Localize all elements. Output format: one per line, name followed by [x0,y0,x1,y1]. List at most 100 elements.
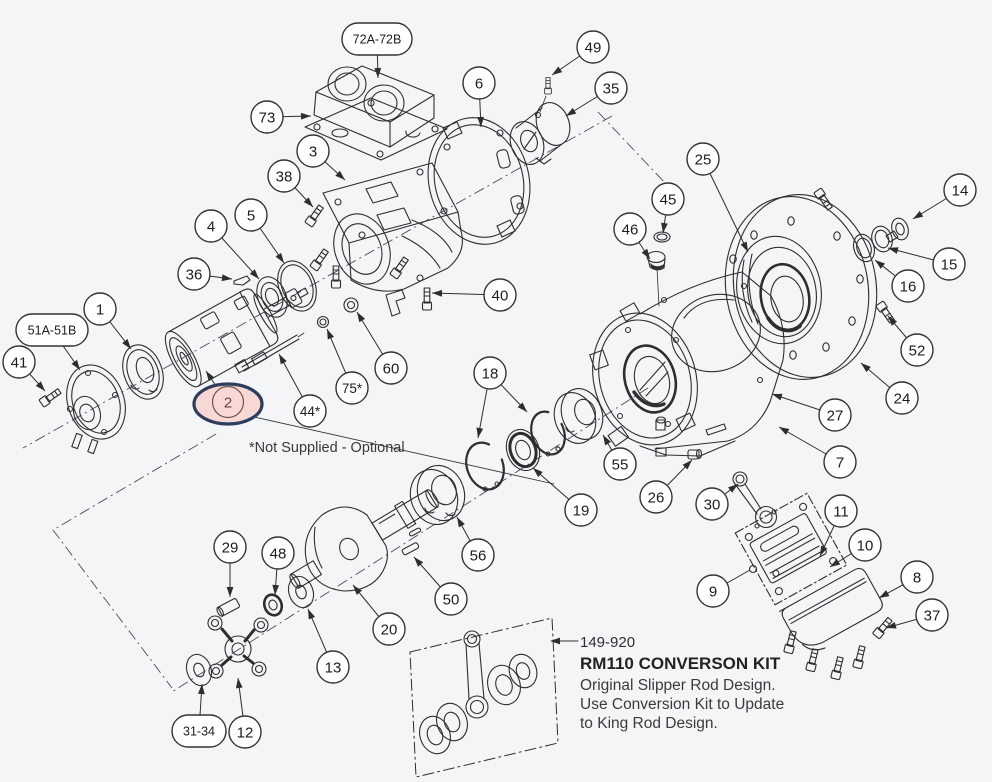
seal-19-part [505,428,541,472]
kit-title: RM110 CONVERSON KIT [580,654,781,673]
callout-11: 11 [819,494,858,557]
svg-text:6: 6 [475,75,483,92]
callout-52: 52 [887,315,934,367]
seal-48-part [262,593,284,617]
svg-text:9: 9 [709,583,717,600]
svg-text:11: 11 [833,503,849,520]
callout-31-34: 31-34 [171,683,227,748]
callout-35: 35 [565,71,628,117]
callout-56: 56 [456,516,495,572]
callout-45: 45 [651,182,685,234]
svg-text:51A-51B: 51A-51B [28,324,77,338]
callout-12: 12 [228,677,262,749]
disc-bolt [813,187,835,212]
not-supplied-note: *Not Supplied - Optional [249,440,405,456]
svg-text:20: 20 [381,621,398,638]
svg-text:15: 15 [941,256,958,273]
svg-text:5: 5 [247,207,255,224]
callout-30: 30 [695,483,739,521]
head-gasket-part [427,117,531,245]
svg-text:73: 73 [259,109,276,126]
nut-60-part [343,297,359,313]
svg-text:45: 45 [660,191,677,208]
cover-gasket-part [304,97,448,161]
valve-cover-part [313,65,435,148]
ring-parts-4-5 [256,260,317,318]
svg-text:18: 18 [482,365,499,382]
svg-text:10: 10 [857,537,874,554]
callout-13: 13 [307,608,350,684]
callout-24: 24 [860,362,919,415]
kit-part-number: 149-920 [580,634,635,651]
callout-1: 1 [83,292,132,350]
svg-text:37: 37 [924,607,941,624]
callout-16: 16 [874,259,925,303]
svg-text:44*: 44* [300,404,321,419]
callout-41: 41 [2,345,46,392]
slipper-rod-cluster-part [207,615,269,679]
conversion-kit-box [409,617,559,778]
callout-44*: 44* [278,353,327,428]
pin-29-part [216,598,241,617]
callout-36: 36 [177,257,233,291]
head-bolts [304,203,433,317]
valve-plate-group [734,492,848,606]
svg-text:38: 38 [276,168,293,185]
svg-text:40: 40 [492,287,509,304]
callout-29: 29 [213,530,247,597]
svg-text:56: 56 [470,547,487,564]
svg-text:55: 55 [612,456,629,473]
backplate-disc-part [724,194,878,380]
svg-text:41: 41 [11,354,28,371]
bearing-55-part [553,388,604,444]
callout-46: 46 [613,212,651,260]
callout-38: 38 [267,159,314,208]
pump-head-part [322,162,463,292]
manifold-part [779,567,883,681]
svg-text:30: 30 [704,496,721,513]
svg-text:19: 19 [573,502,590,519]
callout-72A-72B: 72A-72B [341,22,413,79]
svg-text:26: 26 [648,489,665,506]
svg-text:46: 46 [622,221,639,238]
callout-10: 10 [829,528,882,568]
bearing-56-part [409,464,466,526]
svg-text:35: 35 [603,80,620,97]
crankshaft-part [289,489,439,592]
callout-7: 7 [778,426,857,479]
construction-line [231,411,555,485]
svg-text:25: 25 [695,151,712,168]
callout-9: 9 [696,569,751,608]
centerlines [22,111,669,693]
callout-5: 5 [234,198,285,264]
svg-text:8: 8 [913,569,921,586]
washer-31-34-part [185,653,213,687]
bearing-1-part [122,344,164,400]
callout-25: 25 [686,142,749,253]
svg-text:52: 52 [909,342,926,359]
washer-13-part [287,575,315,609]
kit-line-2: Use Conversion Kit to Update [580,696,784,713]
callout-73: 73 [250,100,312,134]
callout-55: 55 [602,434,637,481]
callout-15: 15 [887,247,966,281]
callout-48: 48 [261,536,295,596]
snap-ring-parts-18 [465,410,566,492]
bearing-flange-part [66,364,126,455]
svg-text:31-34: 31-34 [183,725,215,739]
svg-text:50: 50 [443,591,460,608]
svg-text:13: 13 [325,659,342,676]
key-36-part [233,275,251,286]
plunger-sleeve-part [164,287,309,388]
callout-6: 6 [462,66,496,128]
callout-3: 3 [296,134,346,181]
svg-text:75*: 75* [342,381,363,396]
flange-bolt-part [38,386,63,408]
svg-text:48: 48 [270,545,287,562]
callout-49: 49 [551,30,610,76]
connecting-rod-part [732,471,778,529]
callout-40: 40 [431,278,517,312]
